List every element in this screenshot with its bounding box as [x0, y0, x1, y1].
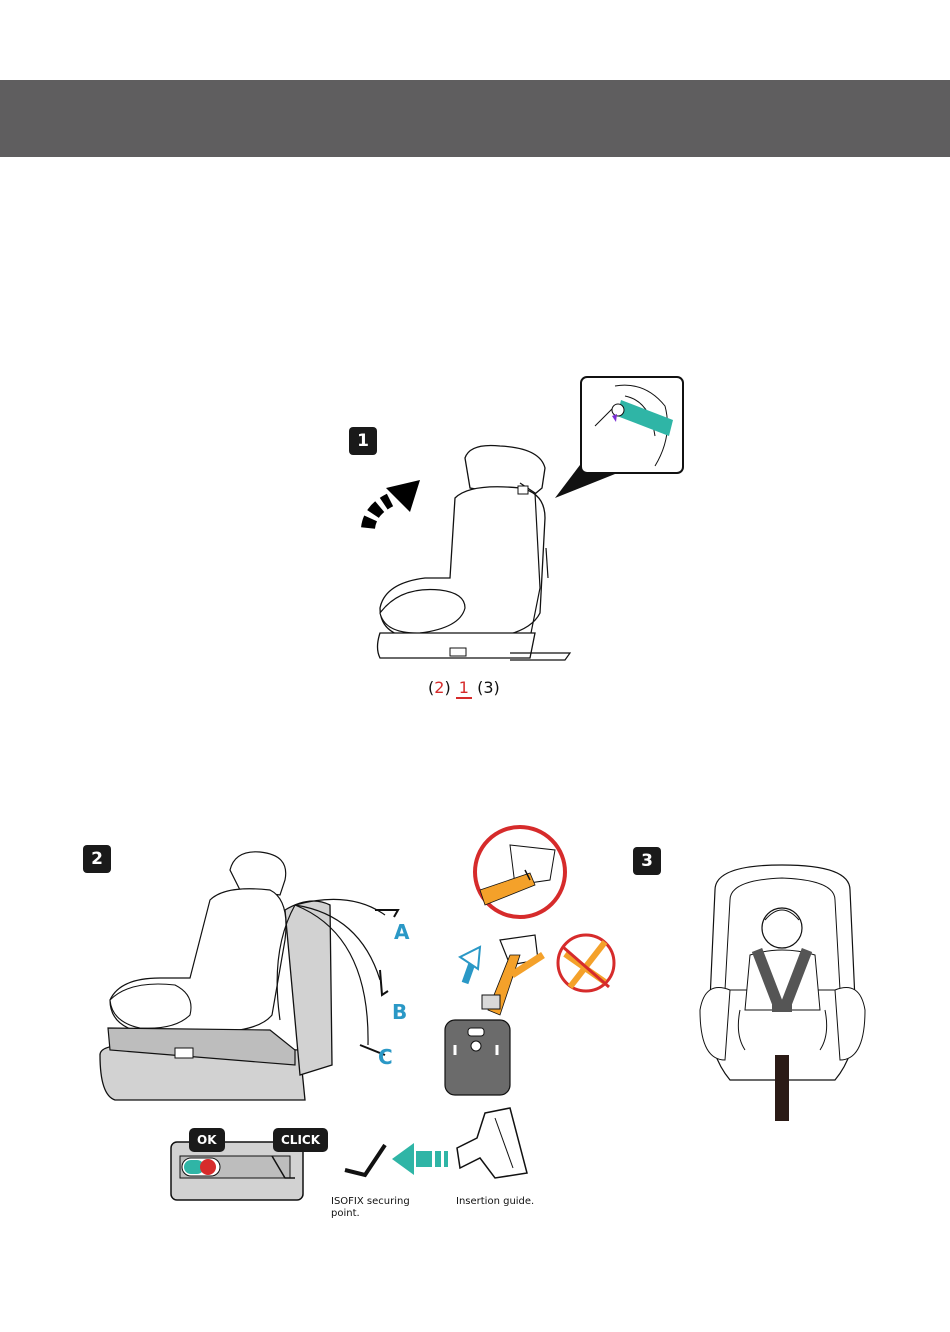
isofix-label-b: B [392, 1000, 407, 1024]
isofix-lock-zoom [470, 825, 570, 920]
recline-icon: ) [494, 678, 500, 697]
detail-zoom-callout [555, 376, 685, 501]
recline-position-1: 1 [456, 678, 472, 699]
securing-point-caption: ISOFIX securing point. [331, 1196, 421, 1220]
insert-arrow-icon [392, 1143, 452, 1175]
ok-tag: OK [189, 1128, 225, 1152]
car-seat-side-view [370, 438, 580, 668]
securing-point-icon [340, 1140, 400, 1180]
isofix-label-a: A [394, 920, 409, 944]
recline-position-3: 3 [483, 678, 493, 697]
header-bar [0, 80, 950, 157]
isofix-connector-strap [440, 925, 550, 1095]
insertion-guide-caption: Insertion guide. [456, 1196, 546, 1208]
child-in-seat-front-view [695, 860, 870, 1122]
isofix-label-c: C [378, 1045, 393, 1069]
recline-icon: ) [444, 678, 450, 697]
insertion-guide-icon [455, 1108, 530, 1188]
recline-position-2: 2 [434, 678, 444, 697]
buckle-wrong-icon [555, 932, 617, 994]
step-3-badge: 3 [633, 847, 661, 875]
click-tag: CLICK [273, 1128, 328, 1152]
recline-positions: (2) 1 (3) [428, 678, 500, 699]
